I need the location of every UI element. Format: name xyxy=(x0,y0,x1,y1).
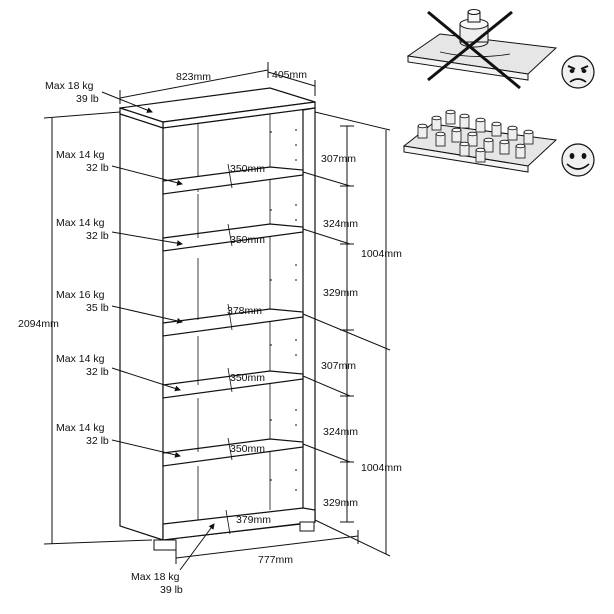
smiley-face-icon xyxy=(561,143,595,177)
dimension-lines xyxy=(43,62,391,564)
gap-label-4: 307mm xyxy=(321,360,356,372)
concentrated-load-icon xyxy=(406,9,558,81)
shelf-depth-3: 378mm xyxy=(227,305,262,317)
width-dim-line xyxy=(119,69,269,99)
width-label: 823mm xyxy=(176,71,211,83)
distributed-load-icon xyxy=(402,109,558,173)
lower-section-label: 1004mm xyxy=(361,462,402,474)
shelves xyxy=(162,166,304,467)
load-shelf5-lb: 32 lb xyxy=(86,435,109,447)
load-bottom-kg: Max 18 kg xyxy=(131,571,180,583)
load-shelf5-kg: Max 14 kg xyxy=(56,422,105,434)
gap-label-5: 324mm xyxy=(323,426,358,438)
load-leaders xyxy=(101,91,215,571)
dimension-texts: 823mm 405mm 2094mm 777mm 1004mm 1004mm 3… xyxy=(18,69,402,566)
cross-out-icon xyxy=(427,10,521,90)
load-shelf2-kg: Max 14 kg xyxy=(56,217,105,229)
foot-left xyxy=(153,539,177,551)
height-label: 2094mm xyxy=(18,318,59,330)
gap-label-6: 329mm xyxy=(323,497,358,509)
base-width-label: 777mm xyxy=(258,554,293,566)
foot-right xyxy=(299,521,315,532)
shelf-depth-6: 379mm xyxy=(236,514,271,526)
load-shelf1-lb: 32 lb xyxy=(86,162,109,174)
base-dim-line xyxy=(175,535,359,559)
bookcase xyxy=(119,87,316,551)
load-shelf4-kg: Max 14 kg xyxy=(56,353,105,365)
load-top-lb: 39 lb xyxy=(76,93,99,105)
load-texts: Max 18 kg 39 lb Max 14 kg 32 lb Max 14 k… xyxy=(45,80,183,596)
load-shelf3-kg: Max 16 kg xyxy=(56,289,105,301)
angry-face-icon xyxy=(561,55,595,89)
load-shelf4-lb: 32 lb xyxy=(86,366,109,378)
depth-label: 405mm xyxy=(272,69,307,81)
load-bottom-lb: 39 lb xyxy=(160,584,183,596)
shelf-depth-4: 350mm xyxy=(230,372,265,384)
shelf-depth-2: 350mm xyxy=(230,234,265,246)
gap-label-3: 329mm xyxy=(323,287,358,299)
load-shelf1-kg: Max 14 kg xyxy=(56,149,105,161)
upper-section-label: 1004mm xyxy=(361,248,402,260)
shelf-depth-5: 350mm xyxy=(230,443,265,455)
gap-label-2: 324mm xyxy=(323,218,358,230)
load-shelf3-lb: 35 lb xyxy=(86,302,109,314)
gap-label-1: 307mm xyxy=(321,153,356,165)
shelf-depth-1: 350mm xyxy=(230,163,265,175)
depth-dim-line xyxy=(267,71,316,87)
shelf-pin-holes xyxy=(270,129,297,491)
load-shelf2-lb: 32 lb xyxy=(86,230,109,242)
load-top-kg: Max 18 kg xyxy=(45,80,94,92)
bottom-panel xyxy=(162,507,316,541)
